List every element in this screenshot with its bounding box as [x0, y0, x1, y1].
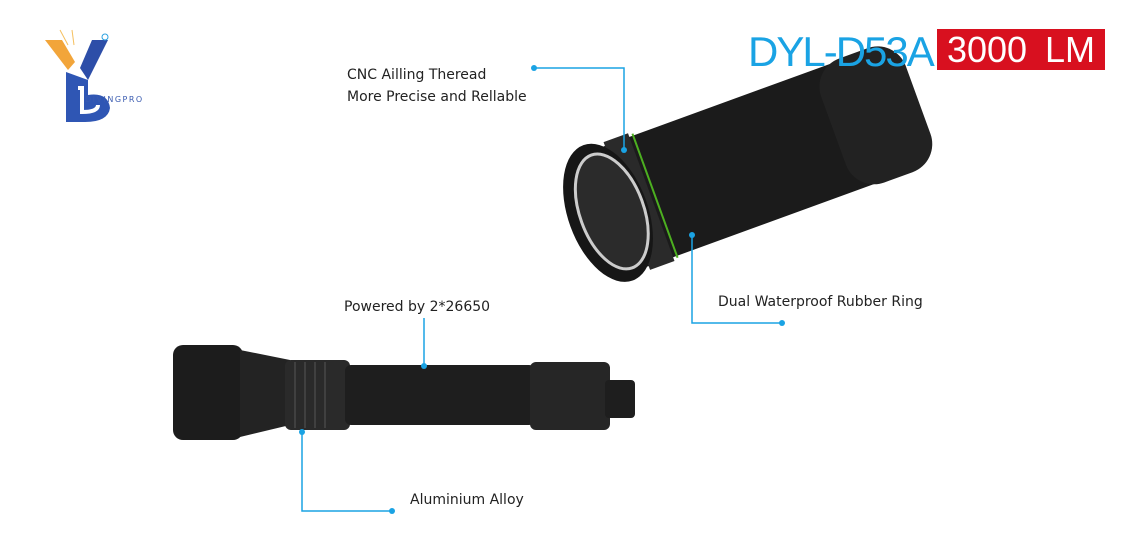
- brand-name: DIVINGPRO: [85, 95, 144, 104]
- lumens-badge: 3000 LM: [937, 29, 1105, 70]
- callout-material: Aluminium Alloy: [410, 492, 524, 508]
- brand-logo: [45, 29, 110, 122]
- callout-thread-line2: More Precise and Rellable: [347, 89, 527, 105]
- callout-dots: [299, 65, 785, 514]
- callout-battery: Powered by 2*26650: [344, 299, 491, 315]
- flashlight-body-open: [563, 46, 933, 282]
- callout-thread-line1: CNC Ailling Theread: [347, 67, 487, 83]
- flashlight-assembled: [173, 345, 635, 440]
- callout-lines: [301, 67, 782, 512]
- product-model: DYL-D53A: [748, 28, 935, 75]
- callout-ring: Dual Waterproof Rubber Ring: [718, 294, 923, 310]
